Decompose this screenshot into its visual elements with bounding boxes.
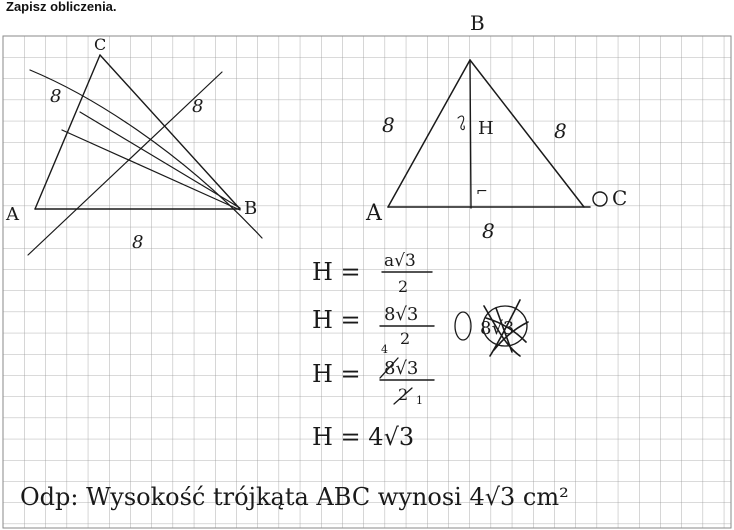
left-side-right-label: 8 (192, 96, 203, 117)
right-side-bottom-label: 8 (482, 219, 495, 243)
right-side-right-label: 8 (554, 119, 567, 143)
right-vertex-top-label: B (470, 11, 485, 35)
right-vertex-left-label: A (365, 201, 383, 226)
right-vertex-correction-scribble (592, 191, 608, 207)
calc-line4-result: H = 4√3 (312, 423, 414, 451)
calc-line2-numerator: 8√3 (384, 304, 418, 325)
left-side-bottom-label: 8 (132, 232, 143, 253)
task-instruction: Zapisz obliczenia. (6, 0, 117, 14)
calc-line1-lhs: H = (312, 258, 361, 286)
right-triangle-side-left (387, 59, 471, 208)
calc-line2-denominator: 2 (400, 329, 410, 348)
right-triangle-height (469, 59, 472, 209)
left-construction-line-3 (61, 129, 241, 211)
right-triangle-side-right (469, 59, 585, 208)
left-triangle-side-cb (99, 54, 241, 210)
right-height-label: H (478, 118, 494, 139)
right-side-left-label: 8 (382, 113, 395, 137)
calc-line2-lhs: H = (312, 306, 361, 334)
calc-line1-denominator: 2 (398, 277, 408, 296)
left-triangle-sketch: A B C 8 8 8 (5, 35, 263, 256)
left-construction-line-2 (27, 71, 223, 256)
left-construction-line-4 (79, 111, 241, 209)
calculation-steps: H = a√3 2 H = 8√3 2 H = 4 8√3 2 1 H = 4√… (312, 251, 529, 451)
left-vertex-b-label: B (244, 198, 257, 219)
left-vertex-c-label: C (94, 35, 106, 54)
crossed-out-scribble: 8√3 (454, 299, 529, 357)
calc-line3-denominator: 2 (398, 385, 408, 404)
left-side-left-label: 8 (50, 86, 61, 107)
calc-line1-numerator: a√3 (384, 251, 416, 271)
right-angle-mark: ⌐ (476, 184, 488, 200)
right-height-scribble (457, 115, 465, 131)
calc-line3-lhs: H = (312, 360, 361, 388)
calc-line3-cancel-stroke-bottom (393, 387, 413, 405)
calc-line3-cancel-bottom: 1 (416, 394, 423, 407)
grid-paper (2, 35, 732, 529)
final-answer: Odp: Wysokość trójkąta ABC wynosi 4√3 cm… (20, 483, 569, 511)
left-vertex-a-label: A (5, 204, 20, 225)
calc-line3-cancel-top: 4 (381, 343, 388, 356)
right-vertex-right-label: C (612, 186, 627, 210)
right-triangle-sketch: B A C 8 8 8 H ⌐ (365, 11, 627, 243)
calc-line3-cancel-stroke-top (379, 357, 399, 379)
